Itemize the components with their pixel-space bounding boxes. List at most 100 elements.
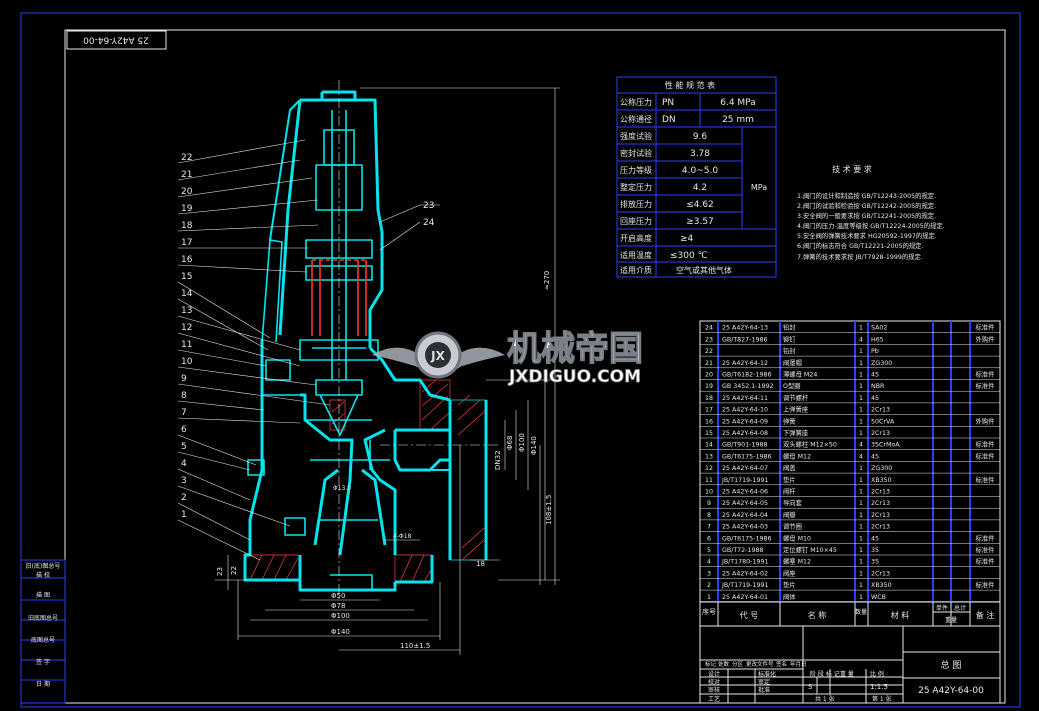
- svg-text:设计: 设计: [708, 670, 720, 678]
- svg-text:比 例: 比 例: [870, 670, 884, 678]
- table-cell: SA02: [871, 325, 887, 332]
- table-cell: GB/T6175-1986: [722, 453, 772, 460]
- table-cell: 标准件: [976, 381, 995, 390]
- svg-text:PN: PN: [662, 98, 674, 108]
- svg-text:Φ13.0: Φ13.0: [333, 485, 351, 492]
- table-cell: 2Cr13: [871, 489, 890, 496]
- table-cell: 25 A42Y-64-13: [722, 325, 768, 332]
- svg-text:密封试验: 密封试验: [620, 148, 652, 158]
- svg-text:第 1 张: 第 1 张: [872, 695, 892, 703]
- svg-text:签名: 签名: [776, 660, 787, 668]
- table-cell: 调节圈: [783, 522, 802, 531]
- svg-text:23: 23: [216, 567, 224, 576]
- svg-text:1.阀门的设计和制造按 GB/T12243-2005的规定.: 1.阀门的设计和制造按 GB/T12243-2005的规定.: [797, 191, 936, 200]
- svg-text:总 图: 总 图: [941, 659, 962, 671]
- table-cell: 1: [859, 407, 863, 414]
- table-cell: 18: [705, 395, 713, 402]
- table-cell: 25 A42Y-64-09: [722, 418, 768, 425]
- table-cell: 45: [871, 453, 879, 460]
- svg-text:描 校: 描 校: [36, 571, 50, 579]
- table-cell: 1: [859, 547, 863, 554]
- table-cell: 螺母 M12: [783, 451, 811, 460]
- svg-text:适用温度: 适用温度: [620, 250, 652, 260]
- table-cell: GB 3452.1-1992: [722, 383, 774, 390]
- performance-spec-table: 性 能 规 范 表 公称压力 PN 6.4 MPa 公称通径 DN 25 mm …: [616, 76, 777, 278]
- table-cell: GB/T6175-1986: [722, 535, 772, 542]
- table-cell: 45: [871, 395, 879, 402]
- table-cell: 标准件: [976, 533, 995, 542]
- svg-text:年月日: 年月日: [790, 660, 807, 668]
- svg-text:回座压力: 回座压力: [620, 216, 652, 226]
- table-cell: 1: [859, 395, 863, 402]
- svg-text:阶 段 标 记: 阶 段 标 记: [810, 670, 840, 678]
- table-cell: 6: [707, 535, 711, 542]
- table-cell: 21: [705, 360, 713, 367]
- balloon: 16: [181, 255, 193, 265]
- svg-text:110±1.5: 110±1.5: [400, 642, 430, 650]
- svg-text:重 量: 重 量: [840, 670, 854, 678]
- table-cell: 14: [705, 442, 713, 449]
- svg-text:7.弹簧的技术要求按 JB/T7928-1999的规定.: 7.弹簧的技术要求按 JB/T7928-1999的规定.: [797, 252, 923, 261]
- dimension-texts: ≈270 108±1.5 110±1.5 DN32 Φ68 Φ100 Φ140 …: [216, 271, 553, 650]
- table-cell: JB/T1719-1991: [721, 477, 768, 484]
- balloon: 6: [181, 425, 187, 435]
- svg-text:材 料: 材 料: [891, 610, 910, 620]
- table-cell: 35: [871, 547, 879, 554]
- table-cell: 2Cr13: [871, 512, 890, 519]
- inner-frame: [64, 29, 1006, 704]
- svg-text:排放压力: 排放压力: [620, 199, 652, 209]
- table-cell: 2Cr13: [871, 500, 890, 507]
- table-cell: 薄螺母 M24: [783, 370, 817, 379]
- svg-text:旧底图总号: 旧底图总号: [28, 614, 58, 622]
- table-cell: 45: [871, 535, 879, 542]
- svg-text:共 1 张: 共 1 张: [815, 695, 835, 703]
- svg-text:分区: 分区: [732, 660, 744, 668]
- balloon: 20: [181, 187, 193, 197]
- svg-text:Φ140: Φ140: [331, 628, 350, 636]
- table-cell: 10: [705, 489, 713, 496]
- svg-text:更改文件号: 更改文件号: [746, 660, 774, 668]
- table-cell: 阀杆: [783, 487, 796, 496]
- svg-text:日 期: 日 期: [36, 680, 50, 688]
- table-cell: 阀座: [783, 568, 796, 577]
- table-cell: 7: [707, 524, 711, 531]
- table-cell: 45: [871, 372, 879, 379]
- table-cell: 标准件: [976, 545, 995, 554]
- table-cell: 阀盖: [783, 463, 796, 472]
- table-cell: GB/T827-1986: [722, 336, 767, 343]
- table-cell: 标准件: [976, 440, 995, 449]
- svg-text:机械帝国: 机械帝国: [507, 329, 643, 369]
- svg-text:25 A42Y-64-00: 25 A42Y-64-00: [83, 35, 149, 45]
- svg-text:18: 18: [476, 560, 485, 568]
- table-cell: 2: [707, 582, 711, 589]
- svg-text:4.0~5.0: 4.0~5.0: [682, 166, 718, 176]
- svg-text:开启高度: 开启高度: [620, 233, 652, 243]
- table-cell: 1: [859, 559, 863, 566]
- table-cell: 1: [859, 512, 863, 519]
- table-cell: 1: [859, 570, 863, 577]
- drawing-number-stamp: 25 A42Y-64-00: [66, 30, 167, 50]
- table-cell: 弹簧: [783, 416, 796, 425]
- balloon: 13: [181, 306, 192, 316]
- dimension-lines: [215, 87, 560, 655]
- table-cell: 4: [859, 336, 863, 343]
- technical-requirements: 技 术 要 求 1.阀门的设计和制造按 GB/T12243-2005的规定. 2…: [797, 164, 945, 261]
- table-cell: 4: [859, 442, 863, 449]
- svg-text:重量: 重量: [945, 616, 957, 624]
- table-cell: JB/T1719-1991: [721, 582, 768, 589]
- svg-text:DN: DN: [662, 115, 676, 125]
- table-cell: XB350: [871, 582, 892, 589]
- svg-text:2.阀门的试验和检验按 GB/T12242-2005的规定.: 2.阀门的试验和检验按 GB/T12242-2005的规定.: [797, 201, 936, 210]
- title-block: 标记 处数 分区 更改文件号 签名 年月日 设计 校对 审核 工艺 标准化 审定…: [699, 625, 1001, 704]
- table-cell: 2Cr13: [871, 570, 890, 577]
- table-cell: 垫片: [783, 475, 796, 484]
- balloon: 12: [181, 323, 192, 333]
- svg-text:22: 22: [230, 566, 238, 575]
